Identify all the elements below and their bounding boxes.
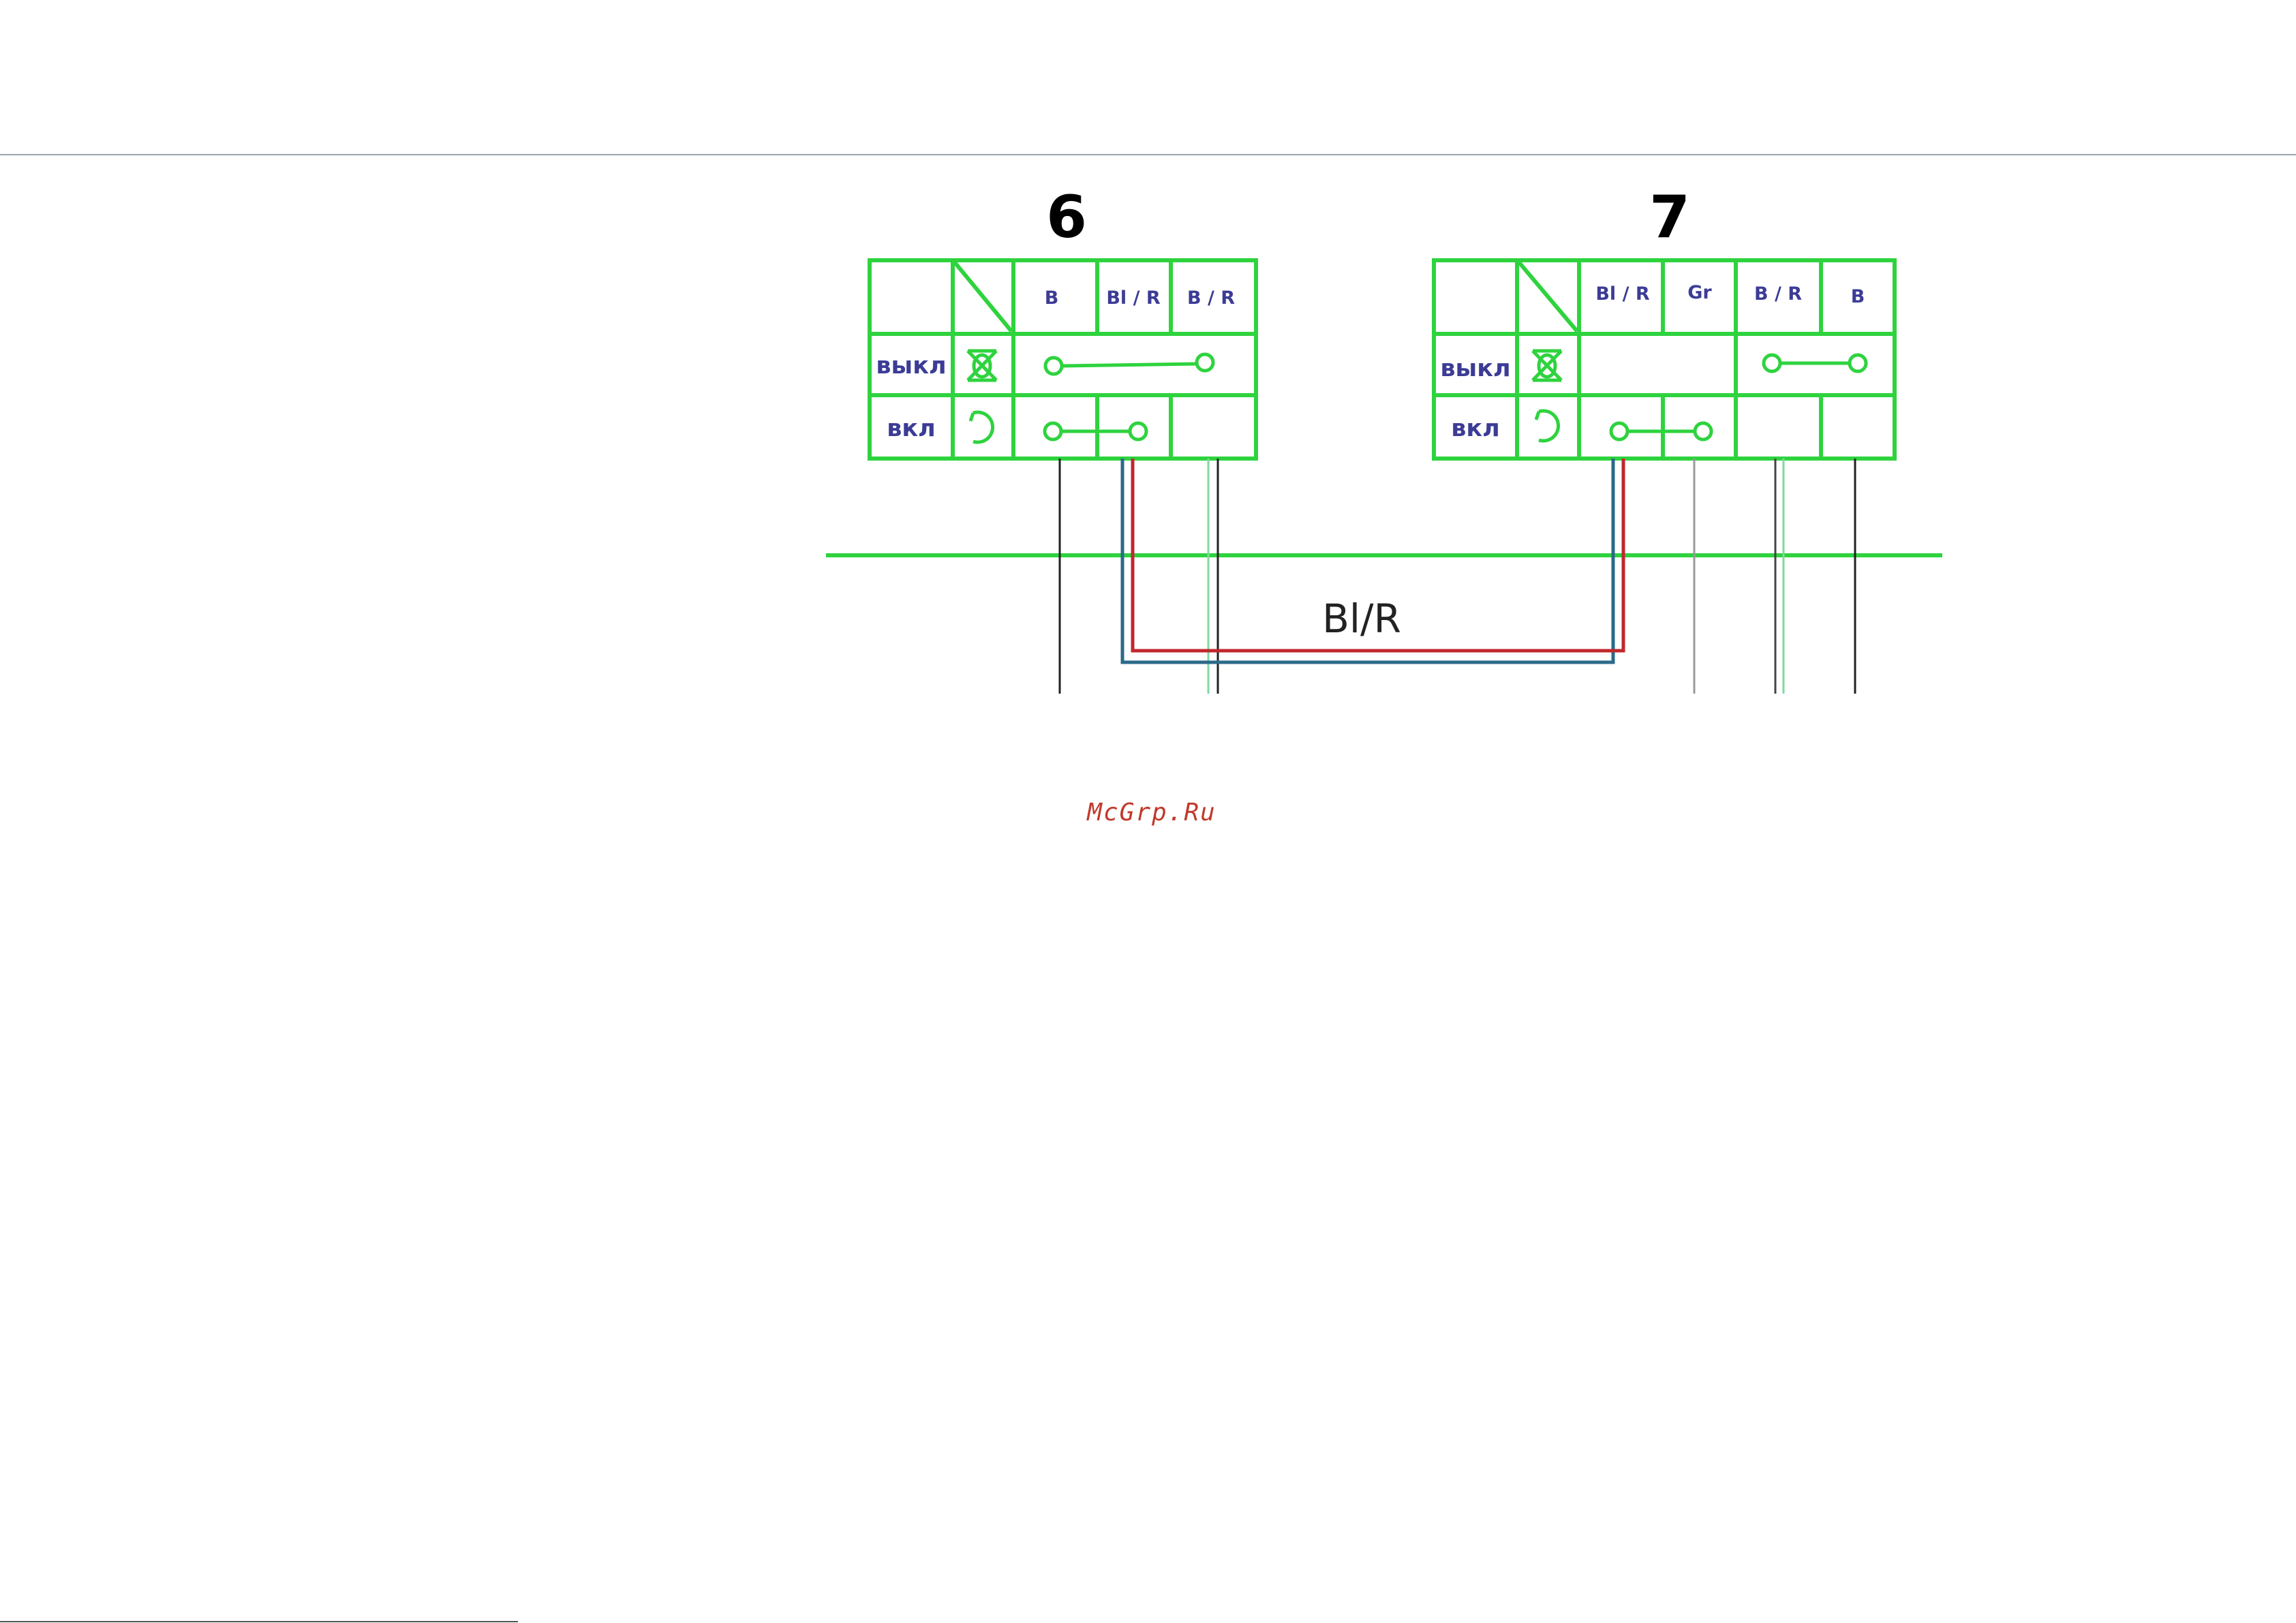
switch-6-col-bl-r: Bl / R (1106, 288, 1160, 309)
wire-label: Bl/R (1322, 596, 1401, 642)
switch-6-row-off-label: выкл (876, 352, 946, 380)
switch-6-drop-wires (1060, 459, 1218, 694)
watermark: McGrp.Ru (1086, 799, 1216, 826)
switch-7: 7 Bl / R Gr B / R B выкл вкл (1434, 183, 1895, 459)
off-cross-icon (968, 351, 996, 380)
switch-6: 6 B Bl / R B / R выкл вкл (870, 183, 1256, 459)
switch-7-col-b-r: B / R (1754, 283, 1802, 305)
switch-7-col-b: B (1851, 286, 1865, 307)
switch-6-off-contact (1045, 354, 1213, 374)
switch-6-col-b-r: B / R (1187, 288, 1235, 309)
switch-7-col-bl-r: Bl / R (1595, 283, 1649, 305)
on-loop-icon (1536, 411, 1559, 441)
switch-7-title: 7 (1649, 183, 1690, 251)
switch-6-row-on-label: вкл (887, 415, 936, 442)
switch-7-row-on-label: вкл (1451, 415, 1500, 442)
switch-7-col-gr: Gr (1687, 282, 1712, 303)
on-loop-icon (970, 412, 993, 442)
switch-6-title: 6 (1046, 183, 1087, 251)
off-cross-icon (1533, 351, 1561, 380)
switch-6-col-b: B (1045, 288, 1059, 309)
switch-7-drop-wires (1694, 459, 1855, 694)
switch-7-off-contact (1764, 355, 1866, 371)
switch-7-row-off-label: выкл (1440, 355, 1510, 382)
